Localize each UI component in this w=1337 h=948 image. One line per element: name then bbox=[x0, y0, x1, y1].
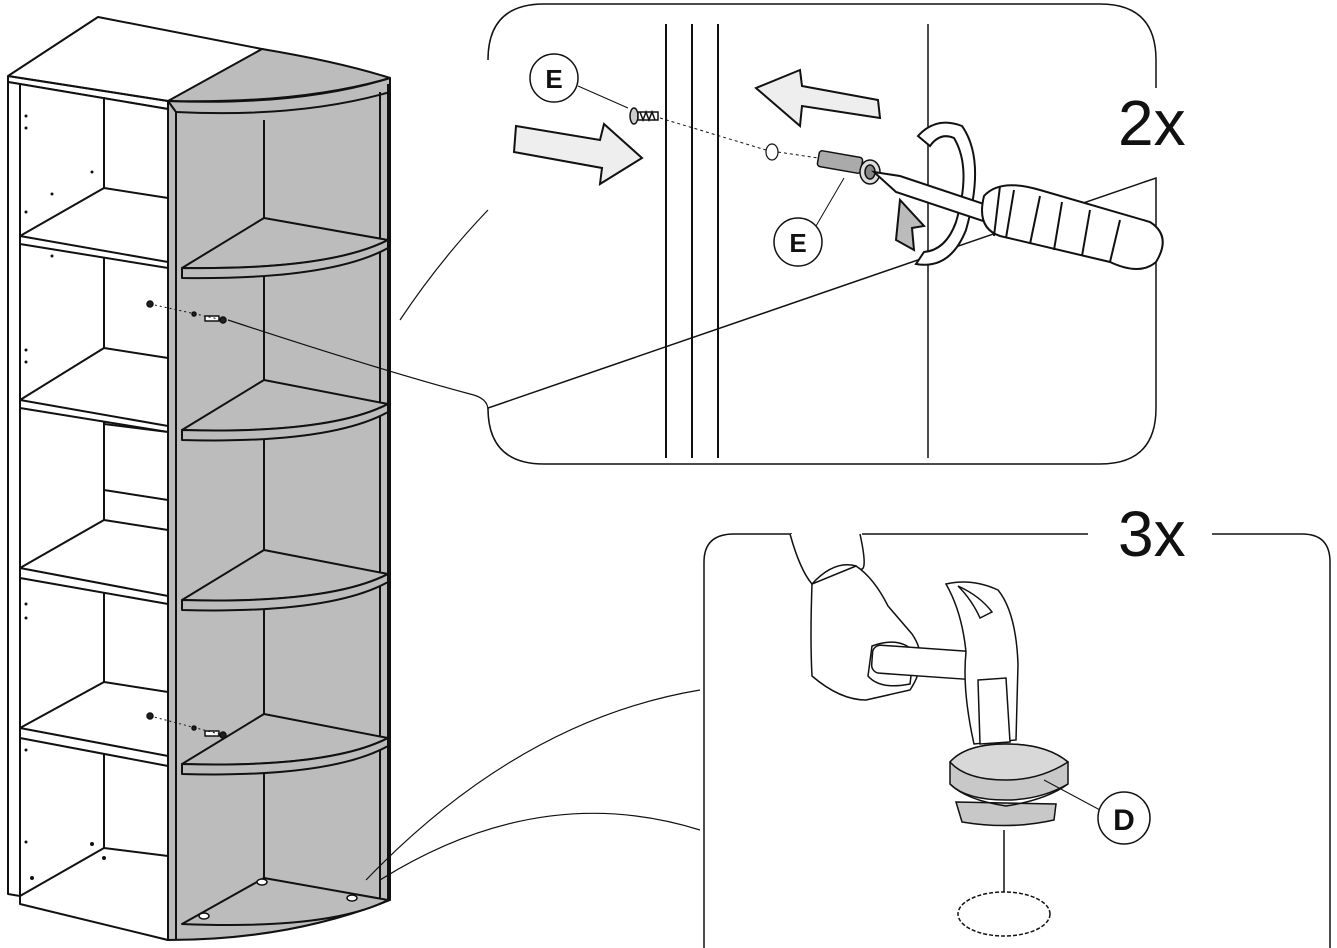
detail-top-frame bbox=[487, 3, 1157, 465]
quantity-2x: 2x bbox=[1118, 87, 1186, 159]
part-label-e: E bbox=[545, 64, 562, 94]
detail-bottom-frame bbox=[703, 533, 1331, 948]
cabinet-side-panel bbox=[7, 81, 21, 897]
detail-bottom: D 3x bbox=[703, 498, 1331, 948]
label-d: D bbox=[1043, 779, 1151, 845]
corner-bottom bbox=[181, 877, 389, 926]
drill-hole bbox=[957, 891, 1051, 937]
screw-e-icon bbox=[629, 107, 659, 125]
part-label-d: D bbox=[1113, 804, 1135, 837]
cam-connector-e-icon bbox=[816, 150, 881, 185]
shelf-unit bbox=[7, 16, 391, 941]
corner-unit-body bbox=[167, 48, 391, 941]
rotate-arrow-icon bbox=[914, 121, 977, 266]
pull-arrow-icon bbox=[754, 68, 882, 129]
callout-leaders bbox=[227, 209, 701, 881]
detail-top: E E 2x bbox=[487, 3, 1186, 465]
part-label-e: E bbox=[789, 228, 806, 258]
hammer-icon bbox=[870, 581, 1019, 745]
screwdriver-icon bbox=[870, 170, 1164, 270]
push-arrow-icon bbox=[512, 122, 644, 186]
label-e-bottom: E bbox=[773, 177, 845, 267]
label-e-top: E bbox=[529, 53, 629, 109]
plug-d-icon bbox=[948, 743, 1070, 827]
quantity-3x: 3x bbox=[1118, 498, 1186, 570]
